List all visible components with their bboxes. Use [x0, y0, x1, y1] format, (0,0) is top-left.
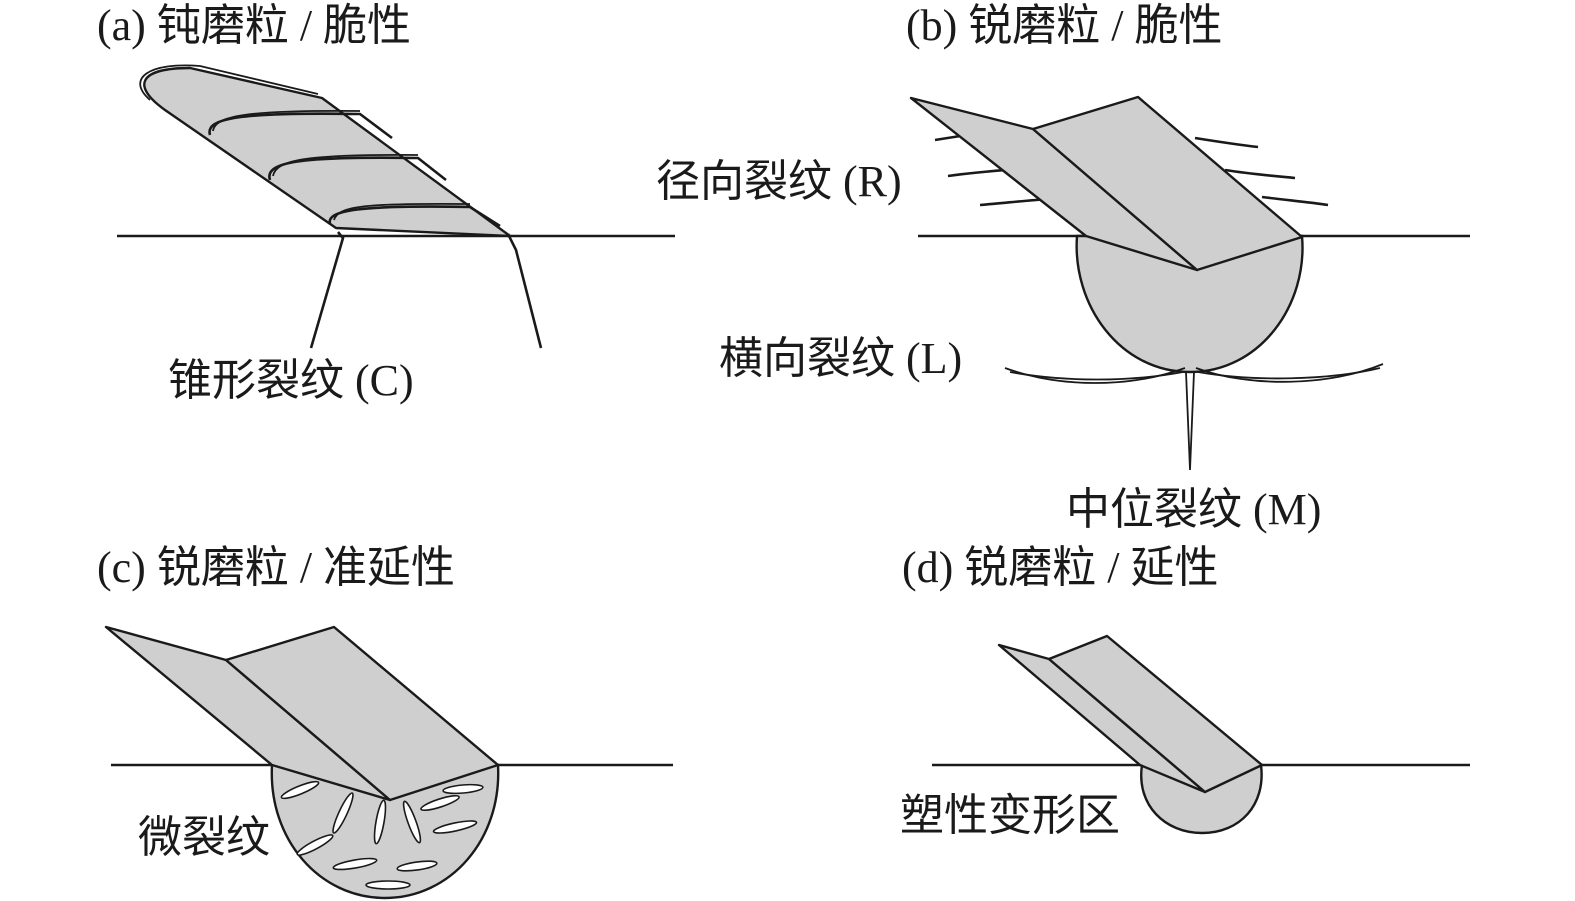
panel-c-microcrack	[402, 800, 422, 844]
panel-d-grain-right-face	[1047, 634, 1264, 794]
panel-c-zone-label: 微裂纹	[138, 813, 270, 862]
panel-d-plastic-zone	[1140, 763, 1263, 835]
panel-d-title: (d) 锐磨粒 / 延性	[902, 543, 1219, 592]
panel-c-microcrack	[420, 794, 460, 812]
panel-a-title: (a) 钝磨粒 / 脆性	[97, 1, 411, 50]
panel-c-microcrack	[396, 860, 438, 872]
panel-c-microcrack	[332, 857, 378, 871]
panel-c-grain-right-face	[224, 625, 500, 802]
panel-b-plastic-zone	[1075, 234, 1304, 374]
panel-a-layer-1b	[212, 109, 361, 132]
panel-b-radial-label: 径向裂纹 (R)	[656, 157, 902, 206]
panel-a-layer-2b	[272, 153, 419, 177]
panel-a-layer-3b	[333, 202, 471, 221]
panel-d: (d) 锐磨粒 / 延性 塑性变形区	[900, 543, 1470, 840]
panel-c-microcrack	[280, 780, 320, 800]
panel-b-radial-crack-r3	[1261, 195, 1329, 207]
panel-c: (c) 锐磨粒 / 准延性 微裂纹	[97, 543, 673, 900]
panel-c-microcrack	[332, 792, 354, 834]
panel-d-zone-label: 塑性变形区	[900, 791, 1120, 840]
panel-c-microcrack	[373, 799, 387, 845]
panel-b: (b) 锐磨粒 / 脆性 径向裂纹 (R) 横向裂纹 (L) 中位裂纹 (M)	[656, 1, 1470, 534]
panel-c-microcrack	[296, 834, 334, 856]
panel-a: (a) 钝磨粒 / 脆性 锥形裂纹 (C)	[97, 1, 675, 405]
panel-a-cone-crack-right	[506, 233, 543, 349]
panel-b-median-label: 中位裂纹 (M)	[1066, 485, 1321, 534]
panel-c-title: (c) 锐磨粒 / 准延性	[97, 543, 455, 592]
panel-b-radial-crack-r2	[1224, 168, 1296, 180]
panel-c-microcrack	[442, 783, 484, 795]
panel-a-layer-3	[328, 205, 501, 228]
panel-c-microcrack	[365, 880, 411, 890]
panel-a-cone-crack-left	[309, 231, 345, 349]
panel-b-lateral-crack-left-b	[1009, 371, 1184, 381]
panel-b-lateral-crack-right-b	[1197, 367, 1381, 380]
panel-c-microcrack	[432, 820, 478, 834]
panel-b-lateral-label: 横向裂纹 (L)	[719, 334, 962, 383]
panel-a-layer-1	[208, 112, 393, 140]
panel-b-grain-right-face	[1031, 95, 1304, 272]
panel-a-layer-2	[268, 156, 447, 182]
panel-a-grain-edge	[139, 64, 319, 101]
panel-b-title: (b) 锐磨粒 / 脆性	[906, 1, 1223, 50]
panel-b-radial-crack-r1	[1194, 136, 1259, 149]
panel-a-crack-label: 锥形裂纹 (C)	[168, 356, 414, 405]
panel-b-median-crack	[1185, 371, 1195, 471]
panel-a-blunt-grain	[143, 66, 512, 238]
